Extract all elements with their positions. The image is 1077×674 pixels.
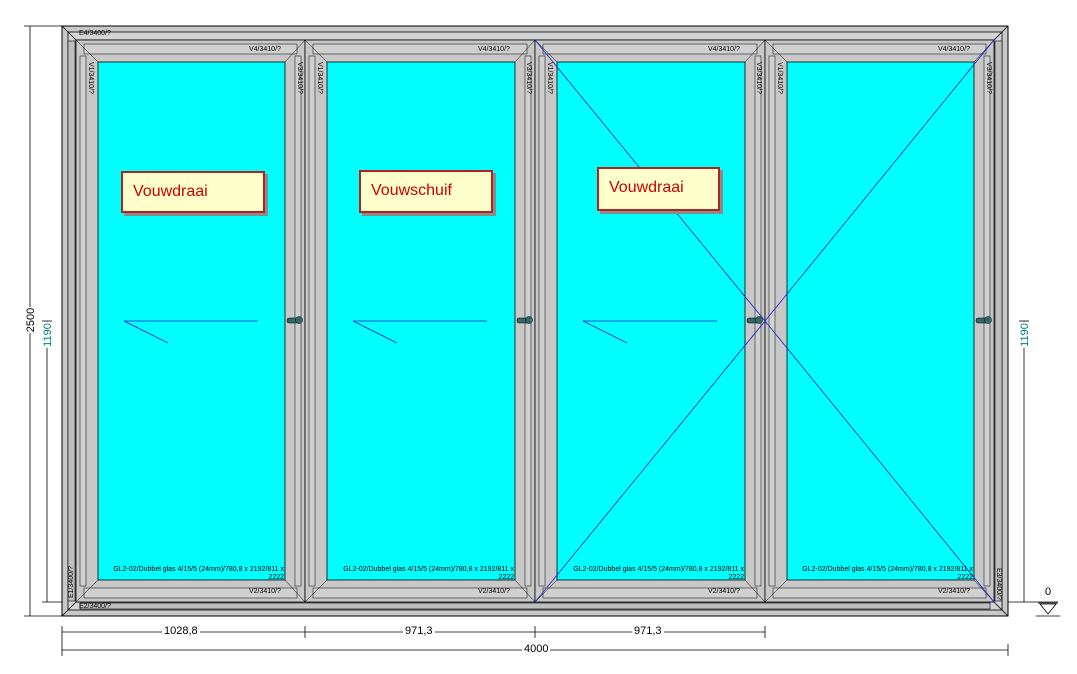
sash-3-miter-tl bbox=[534, 39, 558, 63]
panel-1-glass-text: GL2-02/Dubbel glas 4/15/5 (24mm)/780,8 x… bbox=[113, 566, 284, 581]
panel-1-left-profile: V1/3410/? bbox=[87, 62, 94, 94]
sash-1-miter-tl bbox=[75, 39, 99, 63]
panel-2-type-label: Vouwschuif bbox=[359, 170, 493, 213]
panel-4-glass-text: GL2-02/Dubbel glas 4/15/5 (24mm)/780,8 x… bbox=[802, 566, 973, 581]
sash-group bbox=[75, 39, 995, 603]
sash-2-handle-knob bbox=[525, 316, 533, 324]
panel-1-type-label: Vouwdraai bbox=[121, 171, 265, 213]
sash-4-miter-tl bbox=[764, 39, 788, 63]
frame-bottom-profile: E2/3400/? bbox=[79, 603, 111, 610]
sash-3-miter-tr bbox=[744, 39, 766, 63]
panel-3-glass-text: GL2-02/Dubbel glas 4/15/5 (24mm)/780,8 x… bbox=[573, 566, 744, 581]
panel-2-bottom-profile: V2/3410/? bbox=[478, 588, 510, 595]
panel-4-right-profile: V3/3410/? bbox=[985, 62, 992, 94]
panel-2-right-profile: V3/3410/? bbox=[525, 62, 532, 94]
panel-1-right-profile: V3/3410/? bbox=[296, 62, 303, 94]
frame-right-profile: E3/3400/? bbox=[995, 568, 1002, 600]
sash-3-miter-br bbox=[744, 579, 766, 603]
sash-2-miter-tr bbox=[514, 39, 536, 63]
panel-3-bottom-profile: V2/3410/? bbox=[708, 588, 740, 595]
sash-1-miter-bl bbox=[75, 579, 99, 603]
sash-4-glass bbox=[786, 61, 975, 581]
dim-segment-3: 971,3 bbox=[632, 625, 664, 637]
panel-2-left-profile: V1/3410/? bbox=[316, 62, 323, 94]
sash-2-symbol-diag bbox=[352, 320, 398, 344]
sash-3-left-strip bbox=[538, 55, 546, 587]
panel-4-top-profile: V4/3410/? bbox=[938, 46, 970, 53]
sash-3-handle-knob bbox=[755, 316, 763, 324]
opening-line-p4-b bbox=[764, 320, 995, 603]
sash-4-miter-bl bbox=[764, 579, 788, 603]
sash-2-left-strip bbox=[308, 55, 316, 587]
sash-1-handle-knob bbox=[295, 316, 303, 324]
sash-3-symbol-diag bbox=[582, 320, 628, 344]
opening-line-p3-b bbox=[534, 320, 766, 603]
opening-line-p4-a bbox=[764, 39, 995, 322]
panel-1-top-profile: V4/3410/? bbox=[249, 46, 281, 53]
sash-1-symbol-diag bbox=[123, 320, 169, 344]
panel-4-bottom-profile: V2/3410/? bbox=[938, 588, 970, 595]
dim-level: 0 bbox=[1043, 586, 1054, 598]
sash-4-handle-knob bbox=[984, 316, 992, 324]
sash-1-miter-tr bbox=[284, 39, 306, 63]
sash-4-left-strip bbox=[768, 55, 776, 587]
panel-1-bottom-profile: V2/3410/? bbox=[249, 588, 281, 595]
panel-4-left-profile: V1/3410/? bbox=[776, 62, 783, 94]
dim-segment-2: 971,3 bbox=[403, 625, 435, 637]
sash-1-miter-br bbox=[284, 579, 306, 603]
dim-total-height: 2500 bbox=[25, 306, 38, 334]
frame-left-profile: E1/3400/? bbox=[68, 566, 75, 598]
panel-3-left-profile: V1/3410/? bbox=[546, 62, 553, 94]
dim-total-width: 4000 bbox=[522, 643, 551, 655]
dim-segment-1: 1028,8 bbox=[162, 625, 200, 637]
panel-3-top-profile: V4/3410/? bbox=[708, 46, 740, 53]
panel-3-right-profile: V3/3410/? bbox=[755, 62, 762, 94]
sash-3-miter-bl bbox=[534, 579, 558, 603]
panel-3-type-label: Vouwdraai bbox=[597, 167, 720, 211]
sash-2-miter-tl bbox=[304, 39, 328, 63]
sash-2-miter-bl bbox=[304, 579, 328, 603]
dim-handle-height-left: 1190 bbox=[41, 322, 54, 348]
dim-handle-height-right: 1190 bbox=[1018, 322, 1031, 348]
panel-2-glass-text: GL2-02/Dubbel glas 4/15/5 (24mm)/780,8 x… bbox=[343, 566, 514, 581]
frame-top-profile: E4/3400/? bbox=[79, 30, 111, 37]
sash-1-left-strip bbox=[79, 55, 87, 587]
sash-2-miter-br bbox=[514, 579, 536, 603]
panel-2-top-profile: V4/3410/? bbox=[478, 46, 510, 53]
